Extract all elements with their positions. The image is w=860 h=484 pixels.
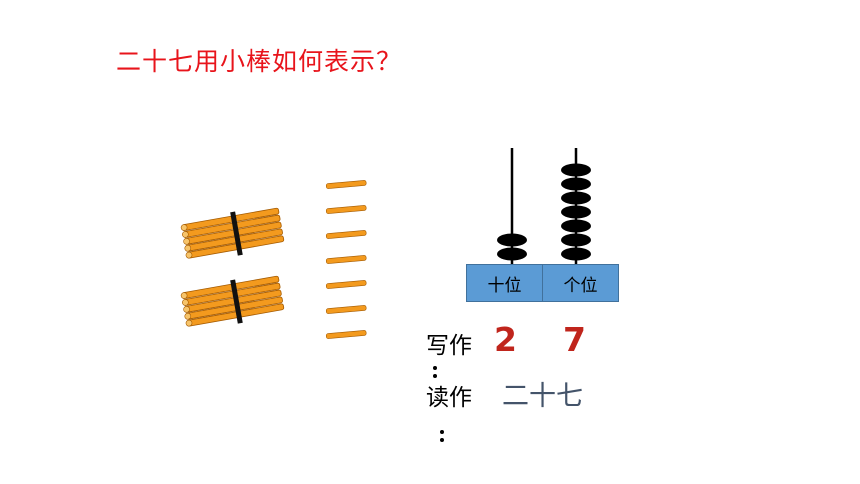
stick-body xyxy=(325,255,367,264)
colon-dot xyxy=(440,438,444,442)
single-stick xyxy=(325,330,367,339)
tens-place-label: 十位 xyxy=(487,275,522,296)
stick-body xyxy=(325,305,367,314)
abacus-bead xyxy=(497,233,527,247)
abacus-bead xyxy=(561,233,591,247)
single-stick xyxy=(325,180,367,189)
single-sticks xyxy=(325,180,367,339)
single-stick xyxy=(325,205,367,214)
single-stick xyxy=(325,255,367,264)
stick-end xyxy=(182,299,189,306)
single-stick xyxy=(325,280,367,289)
stick-end xyxy=(185,319,193,327)
written-ones-digit: 7 xyxy=(563,320,586,359)
stick-bundle xyxy=(180,207,285,259)
stick-body xyxy=(325,205,367,214)
stick-end xyxy=(182,231,189,238)
abacus-bead xyxy=(561,219,591,233)
stick-bundle xyxy=(180,275,285,327)
stick-end xyxy=(185,251,193,259)
single-stick xyxy=(325,305,367,314)
stick-body xyxy=(325,180,367,189)
write-label: 写作 xyxy=(426,333,472,359)
bundle-band xyxy=(230,211,243,256)
tens-place-box: 十位 xyxy=(466,264,543,302)
stick-end xyxy=(184,244,192,252)
abacus-bead xyxy=(561,247,591,261)
stick-bundles xyxy=(180,207,285,327)
single-stick xyxy=(325,230,367,239)
abacus-bead xyxy=(497,247,527,261)
read-value: 二十七 xyxy=(502,381,583,412)
stick-end xyxy=(180,292,188,299)
abacus-bead xyxy=(561,205,591,219)
abacus xyxy=(497,148,591,266)
stick-end xyxy=(180,224,188,231)
question-title: 二十七用小棒如何表示？ xyxy=(116,47,403,76)
written-tens-digit: 2 xyxy=(494,320,517,359)
ones-place-label: 个位 xyxy=(563,275,598,296)
ones-place-box: 个位 xyxy=(542,264,619,302)
stick-end xyxy=(183,306,190,313)
abacus-bead xyxy=(561,191,591,205)
abacus-bead xyxy=(561,177,591,191)
bundle-band xyxy=(230,279,243,324)
stick-body xyxy=(325,230,367,239)
stick-body xyxy=(325,280,367,289)
colon-dot xyxy=(440,430,444,434)
stick-end xyxy=(184,312,192,320)
read-label: 读作 xyxy=(426,385,472,411)
stick-body xyxy=(325,330,367,339)
colon-dot xyxy=(433,374,437,378)
abacus-bead xyxy=(561,163,591,177)
stick-end xyxy=(183,238,190,245)
colon-dot xyxy=(433,366,437,370)
